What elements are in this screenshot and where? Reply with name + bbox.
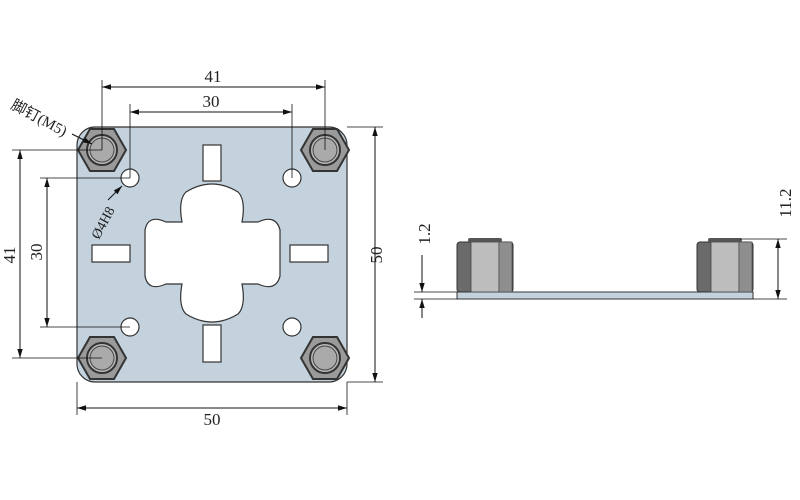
- dim-top-inner: 30: [203, 92, 220, 111]
- dim-top-outer: 41: [205, 67, 222, 86]
- dim-left-outer: 41: [0, 247, 19, 264]
- dim-right: 50: [367, 247, 386, 264]
- dim-plate-thickness: 1.2: [415, 223, 434, 244]
- nut-icon: [299, 336, 351, 380]
- side-nut-right: [696, 238, 754, 293]
- side-nut-left: [456, 238, 514, 293]
- label-foot-screw: 脚钉(M5): [8, 97, 70, 141]
- top-view: 41 30 50 41 30 50 脚钉(M5) Ø4H8: [0, 67, 386, 429]
- slot-top: [202, 144, 222, 182]
- hole: [282, 317, 302, 337]
- dim-bottom: 50: [204, 410, 221, 429]
- side-plate: [456, 291, 754, 300]
- dim-left-inner: 30: [27, 244, 46, 261]
- side-view: 1.2 11.2: [414, 188, 795, 318]
- slot-right: [289, 244, 329, 263]
- slot-left: [91, 244, 131, 263]
- slot-bottom: [202, 324, 222, 363]
- leader-hole: [107, 185, 123, 201]
- dim-total-height: 11.2: [776, 188, 795, 217]
- cross-cutout: [144, 183, 281, 323]
- leader-foot-screw: [71, 133, 93, 145]
